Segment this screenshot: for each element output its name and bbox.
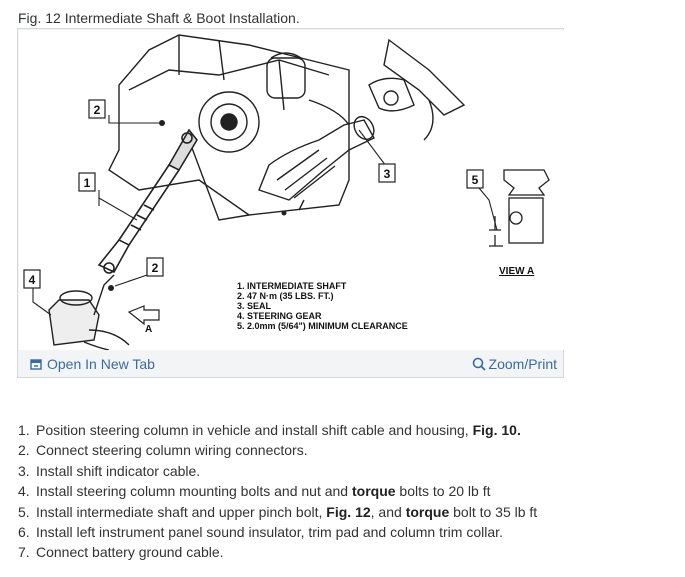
callout-5: 5: [466, 169, 484, 189]
shaft-boot-diagram: A 2 1 3: [23, 34, 550, 350]
svg-text:2: 2: [152, 261, 159, 275]
svg-text:5. 2.0mm (5/64") MINIMUM CLEA: 5. 2.0mm (5/64") MINIMUM CLEARANCE: [237, 321, 408, 331]
callout-2-bottom: 2: [146, 257, 164, 277]
step-item: 5.Install intermediate shaft and upper p…: [18, 503, 538, 520]
svg-text:4: 4: [29, 273, 36, 287]
step-item: 6.Install left instrument panel sound in…: [18, 523, 503, 540]
view-a-detail: [489, 169, 550, 247]
svg-text:2: 2: [94, 103, 101, 117]
step-item: 7.Connect battery ground cable.: [18, 544, 224, 561]
zoom-icon: [472, 357, 486, 371]
zoom-print-link[interactable]: Zoom/Print: [472, 356, 557, 372]
view-a-arrow-label: A: [145, 324, 152, 335]
callout-2-top: 2: [88, 99, 106, 119]
step-item: 4.Install steering column mounting bolts…: [18, 483, 491, 500]
view-a-arrow: [127, 305, 160, 326]
installation-steps: 1.Position steering column in vehicle an…: [18, 420, 537, 563]
figure-legend: 1. INTERMEDIATE SHAFT 2. 47 N·m (35 LBS.…: [237, 281, 408, 331]
view-a-label: VIEW A: [499, 266, 534, 277]
open-new-tab-icon: [30, 359, 42, 370]
svg-text:3. SEAL: 3. SEAL: [237, 301, 272, 311]
svg-text:1: 1: [84, 176, 91, 190]
svg-text:4. STEERING GEAR: 4. STEERING GEAR: [237, 311, 322, 321]
zoom-print-label: Zoom/Print: [488, 356, 557, 372]
svg-text:3: 3: [384, 167, 391, 181]
open-in-new-tab-link[interactable]: Open In New Tab: [30, 356, 155, 372]
callout-3: 3: [378, 163, 396, 183]
step-item: 3.Install shift indicator cable.: [18, 462, 201, 479]
figure-footer: Open In New Tab Zoom/Print: [18, 350, 563, 378]
callout-4: 4: [23, 269, 41, 289]
figure-illustration[interactable]: A 2 1 3: [19, 30, 564, 350]
svg-text:2. 47 N·m (35 LBS. FT.): 2. 47 N·m (35 LBS. FT.): [237, 291, 334, 301]
step-item: 2.Connect steering column wiring connect…: [18, 442, 308, 459]
svg-text:1. INTERMEDIATE SHAFT: 1. INTERMEDIATE SHAFT: [237, 281, 347, 291]
step-item: 1.Position steering column in vehicle an…: [18, 422, 521, 438]
open-in-new-tab-label: Open In New Tab: [47, 356, 155, 372]
figure-container: A 2 1 3: [17, 28, 564, 378]
figure-caption: Fig. 12 Intermediate Shaft & Boot Instal…: [18, 10, 300, 26]
callout-1: 1: [78, 172, 96, 192]
svg-text:5: 5: [472, 173, 479, 187]
